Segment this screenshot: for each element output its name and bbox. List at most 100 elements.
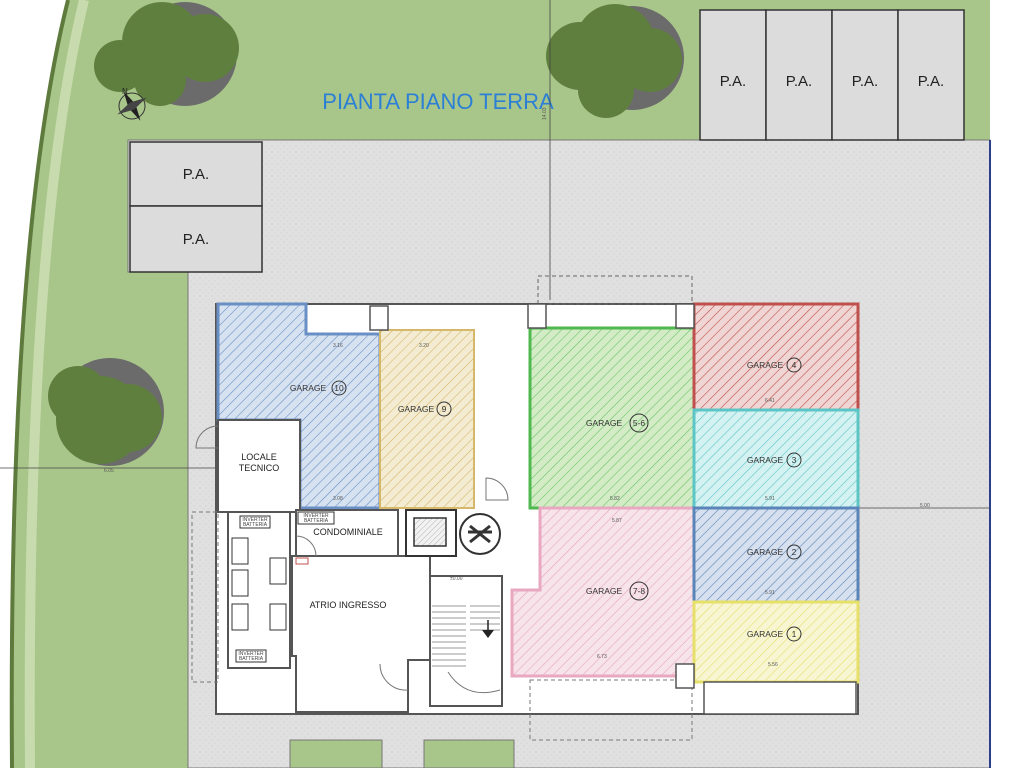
dimension-label: 6.41: [765, 398, 775, 404]
parking-spot: [699, 9, 767, 141]
door-swing: [295, 535, 317, 557]
pillar: [369, 305, 389, 331]
garage-9-label: GARAGE: [398, 404, 435, 414]
tree-left: [48, 358, 164, 466]
locale-tecnico: [217, 419, 301, 513]
garage-5-6-number-circle: [629, 413, 649, 433]
garage-10-label: GARAGE: [290, 383, 327, 393]
garage-1-number-circle: [786, 626, 802, 642]
pillar: [527, 303, 547, 329]
dimension-label: 5.00: [920, 503, 930, 509]
red-marker: [295, 557, 309, 565]
dimension-label: 5.91: [765, 496, 775, 502]
garage-1-number: 1: [792, 629, 797, 639]
locale-tecnico-label-line2: TECNICO: [239, 463, 280, 473]
garage-9: [379, 329, 475, 509]
parking-label: P.A.: [852, 73, 878, 90]
bottom-planter: [423, 739, 515, 768]
svg-text:INVERTER: INVERTER: [238, 651, 264, 657]
parking-label: P.A.: [918, 73, 944, 90]
svg-text:BATTERIA: BATTERIA: [239, 656, 264, 662]
dimension-label: 5.87: [612, 518, 622, 524]
garage-10-number-circle: [331, 380, 347, 396]
parking-label: P.A.: [786, 73, 812, 90]
garage-1: [692, 600, 860, 684]
parking-spot: [831, 9, 899, 141]
garage-9-number-circle: [436, 401, 452, 417]
garage-4-number-circle: [786, 357, 802, 373]
door-swing: [485, 477, 509, 501]
dimension-label: 5.91: [765, 590, 775, 596]
elevator-car: [413, 517, 447, 547]
garage-7-8-number: 7-8: [633, 586, 646, 596]
lawn-edge-dark: [9, 0, 70, 768]
locale-tecnico-label-line1: LOCALE: [241, 452, 277, 462]
atrio-ingresso-label: ATRIO INGRESSO: [310, 600, 387, 610]
garage-4-label: GARAGE: [747, 360, 784, 370]
battery-labels: INVERTER BATTERIA INVERTER BATTERIA INVE…: [238, 513, 329, 662]
stair-treads: [432, 605, 500, 667]
pillar: [675, 663, 695, 689]
garage-2: [692, 506, 860, 604]
plan-title: PIANTA PIANO TERRA: [322, 89, 554, 114]
dimension-label: 3.08: [333, 496, 343, 502]
garage-3-number-circle: [786, 452, 802, 468]
parking-spot: [129, 205, 263, 273]
parking-label: P.A.: [720, 73, 746, 90]
parking-label: P.A.: [183, 231, 209, 248]
garage-10-number: 10: [334, 383, 344, 393]
parking-spot: [129, 141, 263, 207]
svg-text:INVERTER: INVERTER: [242, 517, 268, 523]
garage-4: [692, 302, 860, 412]
garage-5-6-number: 5-6: [633, 418, 646, 428]
garage-1-label: GARAGE: [747, 629, 784, 639]
parking-row-left: P.A. P.A.: [129, 141, 263, 273]
parking-spot: [765, 9, 833, 141]
garage-3-number: 3: [792, 455, 797, 465]
garage-2-number-circle: [786, 544, 802, 560]
pillar: [675, 303, 695, 329]
door-swing: [195, 425, 219, 449]
garage-2-label: GARAGE: [747, 547, 784, 557]
condominiale-label: CONDOMINIALE: [313, 527, 383, 537]
parking-row-top: P.A. P.A. P.A. P.A.: [699, 9, 965, 141]
dimension-label: 6.05: [104, 468, 114, 474]
garage-2-number: 2: [792, 547, 797, 557]
parking-spot: [897, 9, 965, 141]
dashed-rear: [529, 679, 693, 741]
elevator-symbol-icon: [459, 513, 501, 555]
dimension-label: 3.16: [333, 343, 343, 349]
svg-text:INVERTER: INVERTER: [303, 513, 329, 519]
garage-9-number: 9: [442, 404, 447, 414]
garage-7-8-number-circle: [629, 581, 649, 601]
bottom-planter: [289, 739, 383, 768]
dimension-label: 6.73: [597, 654, 607, 660]
garage-7-8-label: GARAGE: [586, 586, 623, 596]
garage-4-number: 4: [792, 360, 797, 370]
garage-3: [692, 408, 860, 510]
dashed-canopy: [537, 275, 693, 305]
dimension-label: 3.20: [419, 343, 429, 349]
svg-text:BATTERIA: BATTERIA: [304, 518, 329, 524]
parking-label: P.A.: [183, 166, 209, 183]
garden-planter: [703, 681, 857, 715]
svg-text:BATTERIA: BATTERIA: [243, 522, 268, 528]
stairwell: [429, 575, 503, 707]
stair-arrow-icon: [482, 620, 494, 638]
tree-top-middle: [546, 4, 684, 118]
dimension-label: 5.82: [610, 496, 620, 502]
door-swing: [379, 663, 409, 691]
tree-top-left: [94, 2, 239, 106]
battery-units: [231, 511, 335, 663]
garage-5-6: [528, 326, 696, 510]
dimension-label: 14.03: [542, 107, 548, 120]
north-arrow-icon: N: [117, 87, 147, 121]
svg-text:N: N: [122, 87, 128, 96]
stair-curve: [447, 671, 501, 694]
level-label: ±0.00: [450, 576, 463, 582]
garage-5-6-label: GARAGE: [586, 418, 623, 428]
garage-3-label: GARAGE: [747, 455, 784, 465]
dimension-label: 5.56: [768, 662, 778, 668]
lawn-edge-light: [24, 0, 89, 768]
